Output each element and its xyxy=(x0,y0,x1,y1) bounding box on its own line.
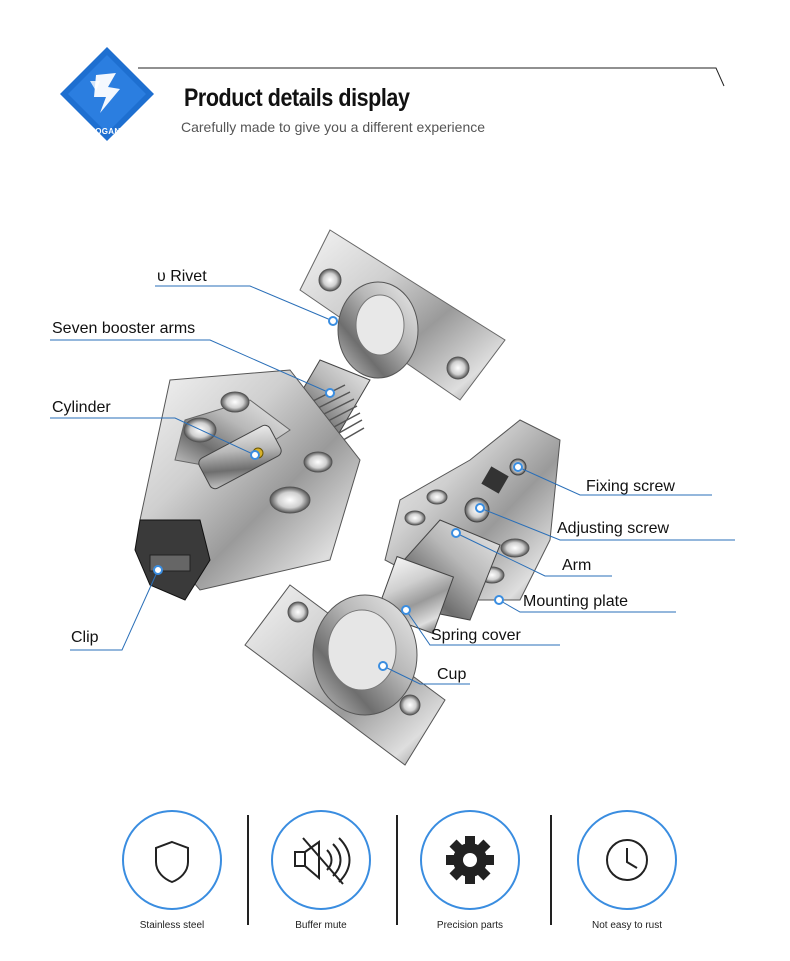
callout-adjusting-screw: Adjusting screw xyxy=(557,520,670,537)
page-title: Product details display xyxy=(184,84,410,112)
clock-icon xyxy=(606,839,648,881)
speaker-mute-icon xyxy=(294,837,351,885)
feature-buffer-mute xyxy=(271,810,371,910)
feature-precision-parts xyxy=(420,810,520,910)
logo-text: ZUOGANG xyxy=(84,127,127,136)
feature-label-buffer-mute: Buffer mute xyxy=(295,920,347,931)
feature-stainless-steel xyxy=(122,810,222,910)
feature-label-not-easy-to-rust: Not easy to rust xyxy=(591,920,663,931)
right-hinge-arm xyxy=(375,519,501,635)
left-hinge-top-plate xyxy=(299,229,506,401)
feature-divider xyxy=(247,815,249,925)
callout-fixing-screw: Fixing screw xyxy=(586,478,675,495)
feature-divider xyxy=(550,815,552,925)
callout-clip: Clip xyxy=(71,629,99,646)
callout-mounting-plate: Mounting plate xyxy=(523,593,628,610)
callout-spring-cover: Spring cover xyxy=(431,627,521,644)
right-hinge-cup-plate xyxy=(244,584,446,766)
callout-booster-arms: Seven booster arms xyxy=(52,320,196,337)
callout-arm: Arm xyxy=(562,557,592,574)
feature-label-stainless-steel: Stainless steel xyxy=(139,920,205,931)
page-subtitle: Carefully made to give you a different e… xyxy=(181,119,486,135)
shield-icon xyxy=(155,840,189,884)
callout-cup: Cup xyxy=(437,666,467,683)
feature-label-precision-parts: Precision parts xyxy=(436,920,504,931)
logo-icon xyxy=(60,47,154,141)
gear-icon xyxy=(446,836,494,884)
callout-cylinder: Cylinder xyxy=(52,399,111,416)
callout-rivet: υ Rivet xyxy=(157,268,207,285)
feature-divider xyxy=(396,815,398,925)
feature-not-easy-to-rust xyxy=(577,810,677,910)
